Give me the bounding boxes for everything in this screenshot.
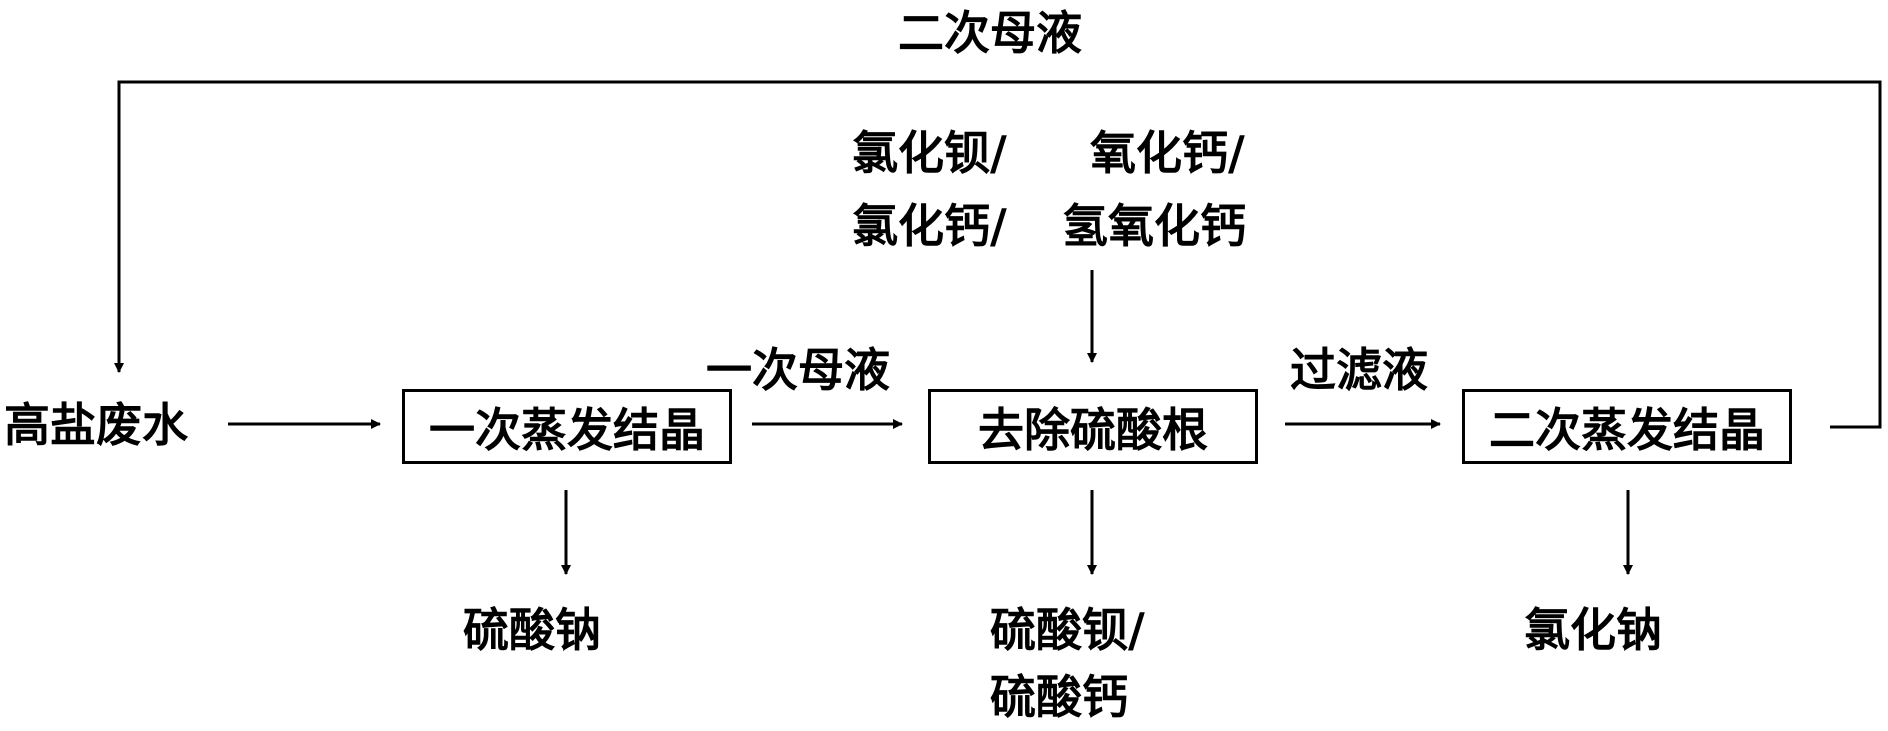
first-mother-liquor-label: 一次母液 [706, 343, 890, 397]
step-label-3: 二次蒸发结晶 [1489, 402, 1765, 457]
reagent-line1-right: 氧化钙/ [1090, 126, 1245, 180]
reagent-line2-left: 氯化钙/ [852, 199, 1007, 253]
filtrate-label: 过滤液 [1290, 343, 1428, 397]
step-box-1: 一次蒸发结晶 [402, 389, 732, 464]
step-box-3: 二次蒸发结晶 [1462, 389, 1792, 464]
recycle-loop-line [114, 80, 1882, 429]
product-2-line2: 硫酸钙 [990, 670, 1128, 724]
recycle-label: 二次母液 [898, 6, 1082, 60]
step-label-1: 一次蒸发结晶 [429, 402, 705, 457]
input-label: 高盐废水 [4, 398, 188, 452]
product-3: 氯化钠 [1524, 603, 1662, 657]
product-2-line1: 硫酸钡/ [990, 603, 1145, 657]
reagent-line1-left: 氯化钡/ [852, 126, 1007, 180]
reagent-line2-right: 氢氧化钙 [1062, 199, 1246, 253]
step-box-2: 去除硫酸根 [928, 389, 1258, 464]
product-1: 硫酸钠 [463, 603, 601, 657]
step-label-2: 去除硫酸根 [978, 402, 1208, 457]
